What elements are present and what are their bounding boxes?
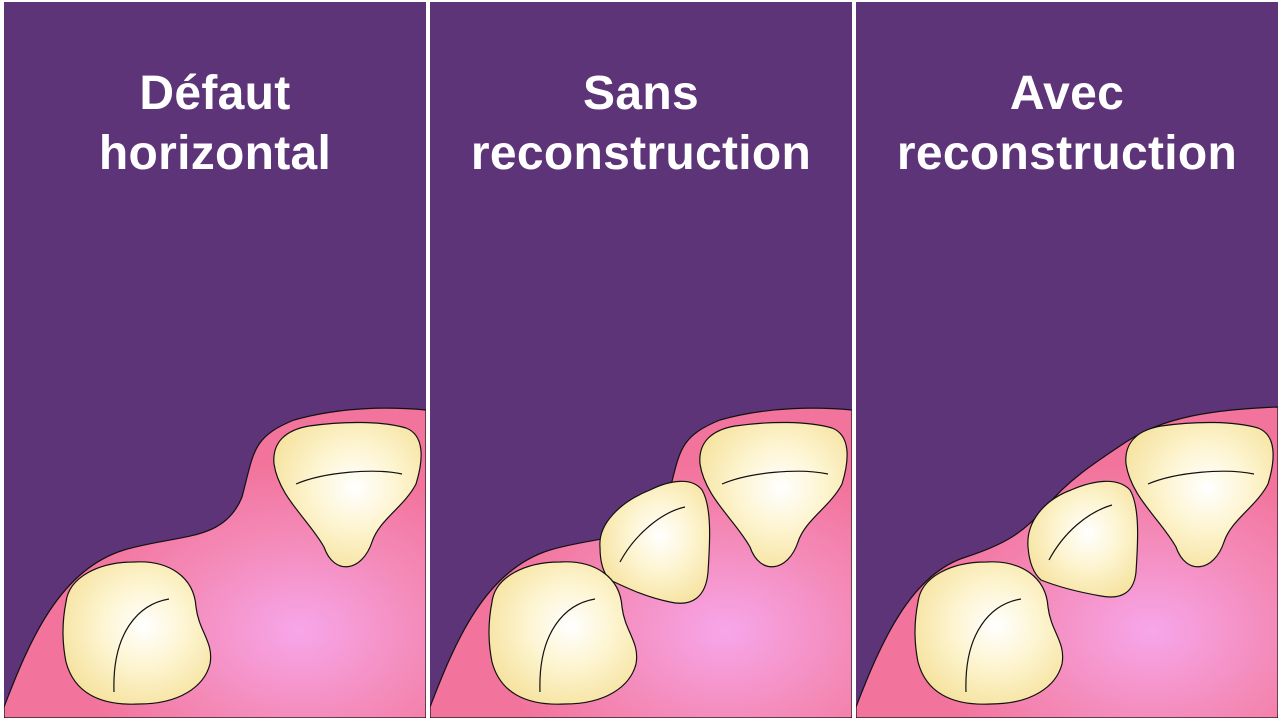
panel-title: Avec reconstruction [856,64,1278,184]
molar-tooth-icon [273,421,422,568]
premolar-tooth-icon [1027,480,1139,598]
horizontal-defect-illustration [4,2,426,718]
panel-horizontal-defect: Défaut horizontal [4,2,426,718]
molar-tooth-icon [699,421,848,568]
molar-tooth-icon [62,561,212,705]
panel-without-reconstruction: Sans reconstruction [430,2,852,718]
without-reconstruction-illustration [430,2,852,718]
with-reconstruction-illustration [856,2,1278,718]
title-line-2: reconstruction [470,127,812,180]
title-line-1: Défaut [139,67,291,120]
molar-tooth-icon [488,561,638,705]
title-line-1: Sans [583,67,699,120]
title-line-1: Avec [1009,67,1125,120]
panel-with-reconstruction: Avec reconstruction [856,2,1278,718]
molar-tooth-icon [914,561,1064,705]
title-line-2: horizontal [98,127,332,180]
molar-tooth-icon [1125,421,1274,568]
panel-title: Sans reconstruction [430,64,852,184]
panel-title: Défaut horizontal [4,64,426,184]
title-line-2: reconstruction [896,127,1238,180]
